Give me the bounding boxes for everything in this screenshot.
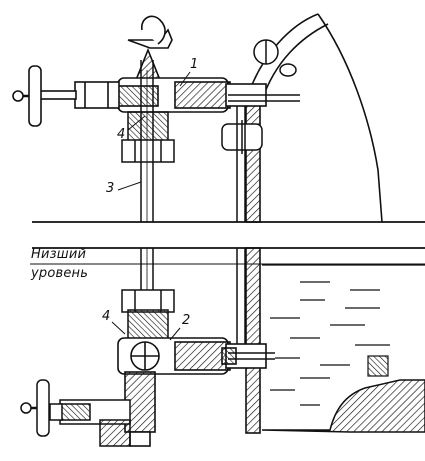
water-surface — [262, 264, 425, 406]
boiler-shell — [245, 13, 383, 434]
callout-3: 3 — [106, 181, 115, 196]
lower-gland — [121, 289, 175, 341]
callout-2: 2 — [182, 313, 191, 328]
gauge-glass-tube — [140, 60, 154, 300]
level-label-line2: уровень — [31, 266, 89, 281]
support-column — [236, 100, 246, 345]
leader-lines — [111, 71, 191, 341]
upper-valve-body — [12, 15, 300, 127]
callout-4-bottom: 4 — [102, 309, 111, 324]
lower-drain-valve — [20, 379, 131, 447]
upper-gland — [121, 111, 175, 163]
level-label-line1: Низший — [31, 247, 87, 262]
callout-4-top: 4 — [117, 127, 126, 142]
upper-stud — [221, 39, 297, 154]
callout-1: 1 — [190, 57, 199, 72]
break-lines — [32, 221, 425, 249]
boiler-bottom-flange — [261, 355, 425, 433]
